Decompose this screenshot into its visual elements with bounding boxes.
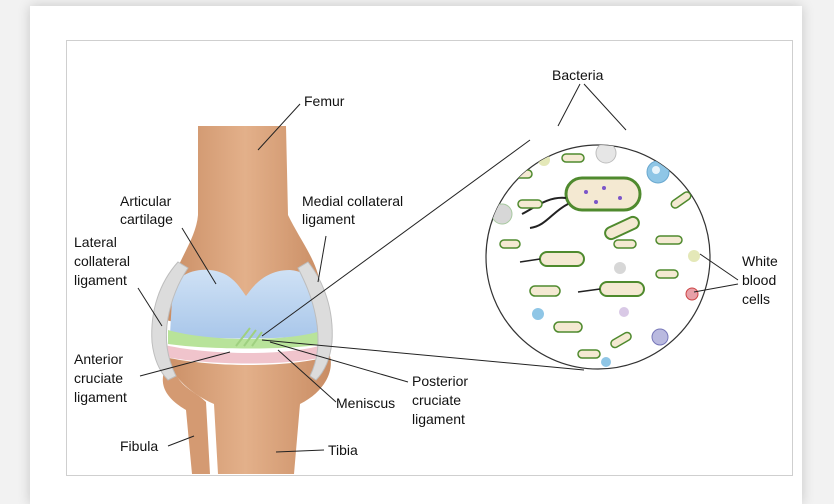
bacterium xyxy=(578,350,600,358)
label-medial-collateral-2: ligament xyxy=(302,211,355,227)
white-blood-cell xyxy=(619,307,629,317)
white-blood-cell xyxy=(601,357,611,367)
white-blood-cell xyxy=(652,329,668,345)
label-anterior-cruciate-1: Anterior xyxy=(74,351,123,367)
bacterium xyxy=(539,123,564,140)
tibia-bone xyxy=(160,356,331,474)
label-posterior-cruciate-3: ligament xyxy=(412,411,465,427)
bacterium xyxy=(604,130,630,138)
bacterium xyxy=(554,322,582,332)
label-bacteria: Bacteria xyxy=(552,67,604,83)
label-lateral-collateral-2: collateral xyxy=(74,253,130,269)
label-medial-collateral-1: Medial collateral xyxy=(302,193,403,209)
bacterium xyxy=(530,286,560,296)
label-meniscus: Meniscus xyxy=(336,395,395,411)
label-white-blood-cells-1: White xyxy=(742,253,778,269)
white-blood-cell xyxy=(532,308,544,320)
label-articular-cartilage-2: cartilage xyxy=(120,211,173,227)
label-white-blood-cells-2: blood xyxy=(742,272,776,288)
bacterium xyxy=(656,270,678,278)
label-femur: Femur xyxy=(304,93,345,109)
label-posterior-cruciate-2: cruciate xyxy=(412,392,461,408)
white-blood-cell xyxy=(614,262,626,274)
bacterium xyxy=(510,170,532,178)
label-anterior-cruciate-3: ligament xyxy=(74,389,127,405)
label-posterior-cruciate-1: Posterior xyxy=(412,373,468,389)
label-anterior-cruciate-2: cruciate xyxy=(74,370,123,386)
bacterium xyxy=(656,236,682,244)
label-articular-cartilage-1: Articular xyxy=(120,193,172,209)
bacterium xyxy=(614,240,636,248)
bacterium xyxy=(500,240,520,248)
magnified-view xyxy=(486,118,710,369)
white-blood-cell xyxy=(688,250,700,262)
white-blood-cell xyxy=(538,154,550,166)
bacterium xyxy=(562,154,584,162)
label-lateral-collateral-3: ligament xyxy=(74,272,127,288)
white-blood-cell xyxy=(647,161,669,183)
white-blood-cell xyxy=(492,204,512,224)
white-blood-cell xyxy=(686,288,698,300)
label-lateral-collateral-1: Lateral xyxy=(74,234,117,250)
label-tibia: Tibia xyxy=(328,442,358,458)
bacterium xyxy=(518,200,542,208)
white-blood-cell xyxy=(576,118,588,130)
label-fibula: Fibula xyxy=(120,438,158,454)
label-white-blood-cells-3: cells xyxy=(742,291,770,307)
